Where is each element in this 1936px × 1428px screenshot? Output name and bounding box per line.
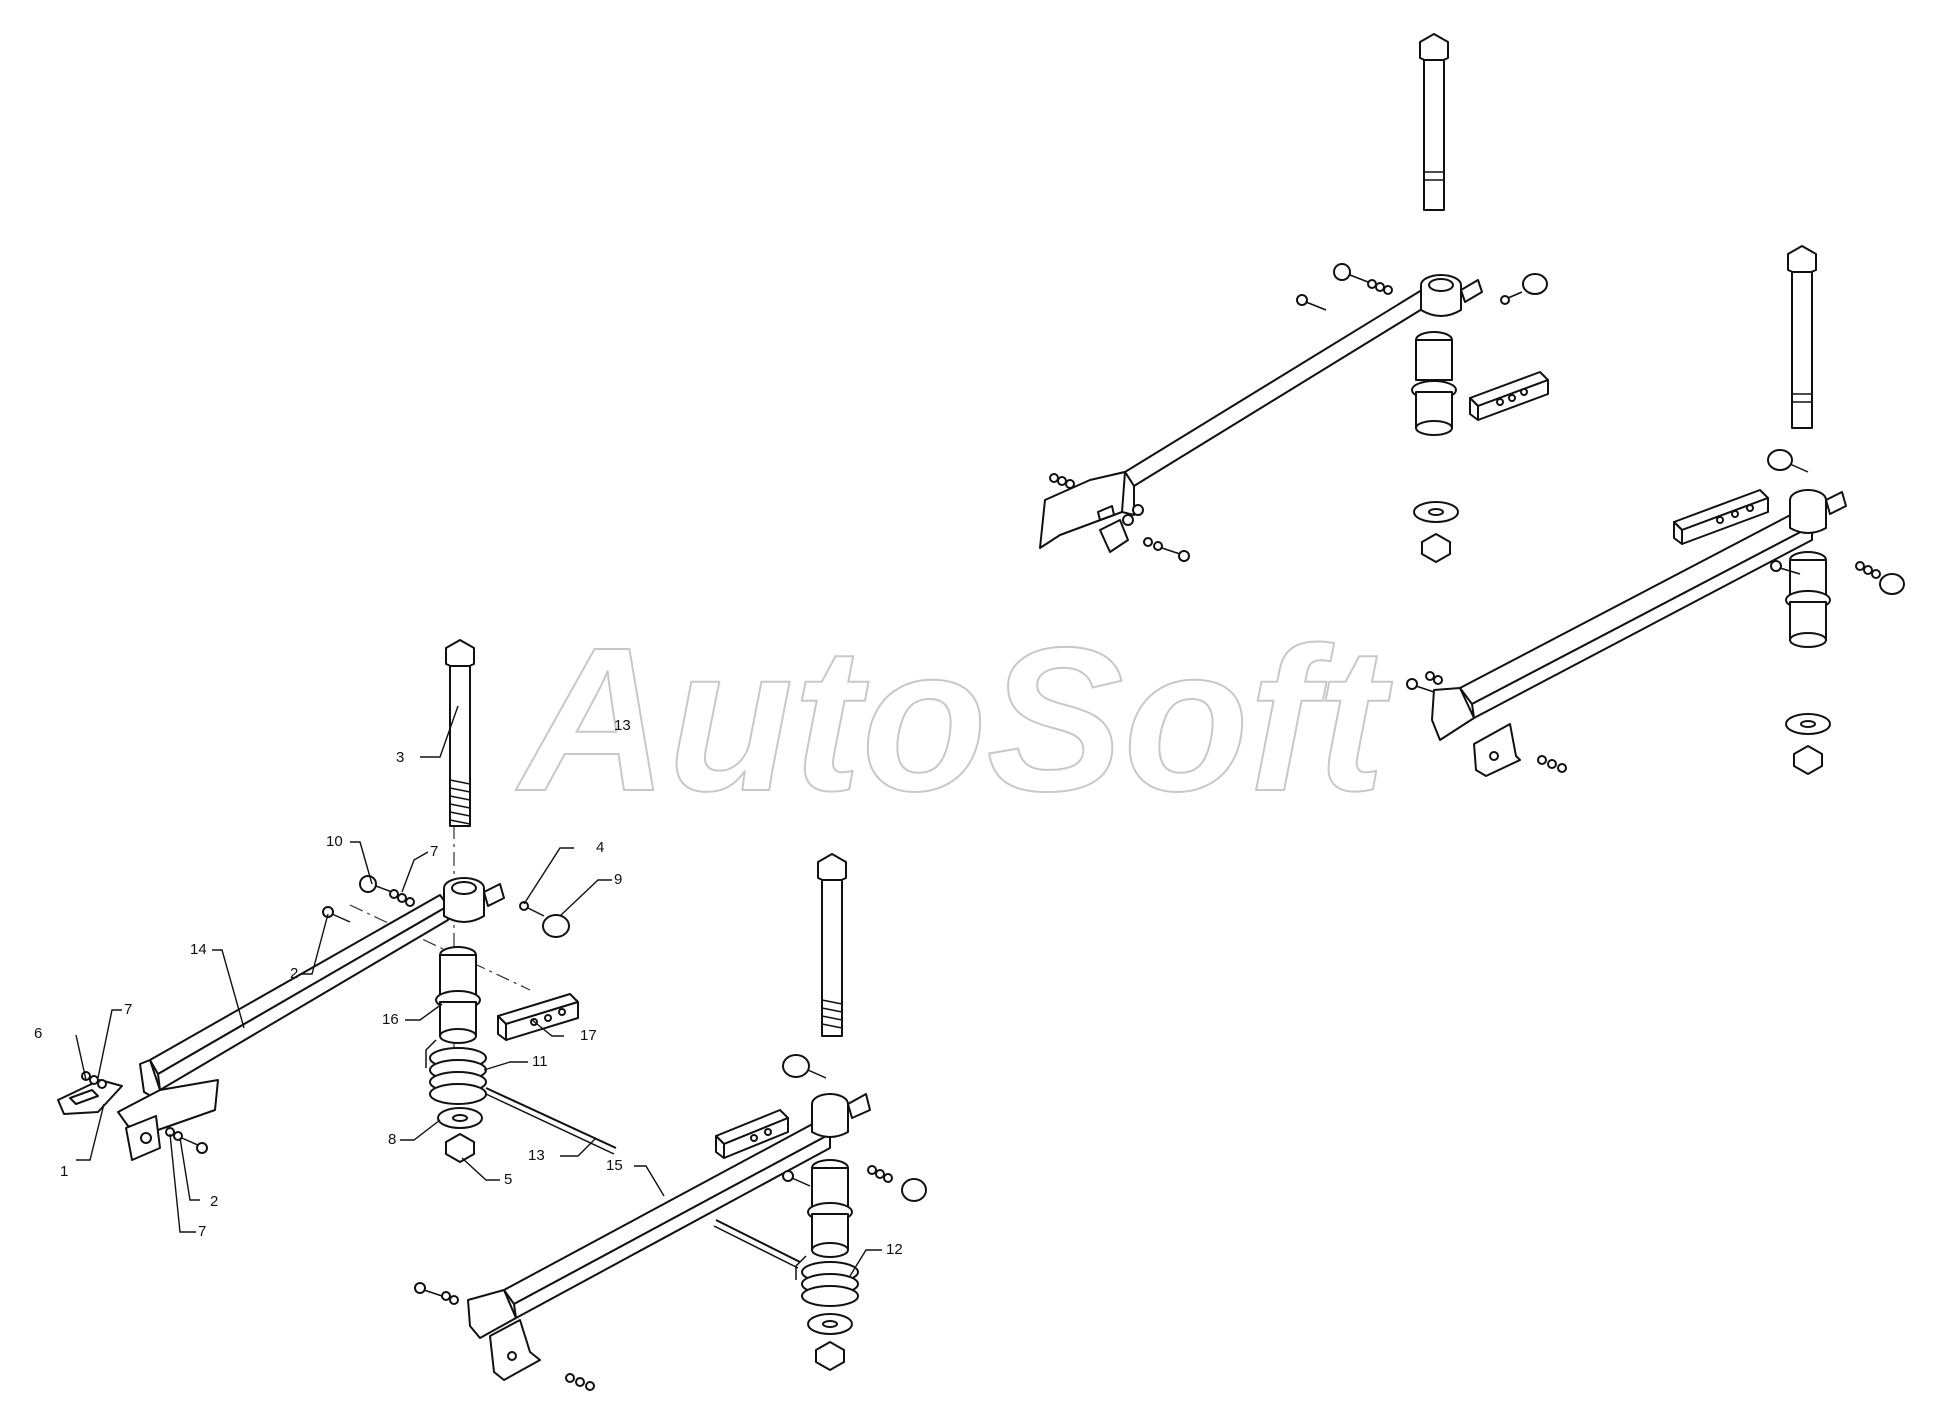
- callout-labels: 3 10 7 4 9 2 14 6 7 1 2 7 16 17 11 8 5 1…: [34, 717, 903, 1258]
- washer-nut-right: [1785, 713, 1831, 775]
- callout-8: 8: [388, 1131, 396, 1148]
- assembly-bottom: [414, 853, 927, 1391]
- callout-12: 12: [886, 1241, 903, 1258]
- bolt-left: [445, 639, 475, 827]
- callout-7-top: 7: [430, 843, 438, 860]
- callout-2-lower: 2: [210, 1193, 218, 1210]
- spring-bottom: [713, 1219, 859, 1307]
- arm-top-right: [1039, 274, 1483, 553]
- washer-nut-left: [437, 1107, 483, 1163]
- callout-4: 4: [596, 839, 604, 856]
- bolt-bottom: [817, 853, 847, 1037]
- callout-15: 15: [606, 1157, 623, 1174]
- washer-nut-top-right: [1413, 501, 1459, 563]
- block-bottom: [715, 1109, 789, 1159]
- callout-14: 14: [190, 941, 207, 958]
- assembly-right: [1406, 245, 1905, 777]
- bolt-top-right: [1419, 33, 1449, 211]
- channel-arm-left: [117, 877, 505, 1161]
- fasteners-top-right: [1049, 263, 1393, 562]
- callout-13-lower: 13: [528, 1147, 545, 1164]
- tube-arm-right: [1431, 489, 1847, 777]
- knobs-bottom: [782, 1054, 927, 1202]
- callout-11: 11: [532, 1053, 548, 1070]
- sleeve-top-right: [1411, 331, 1457, 436]
- callout-5: 5: [504, 1171, 512, 1188]
- block-left: [497, 993, 579, 1041]
- fasteners-right-bottom: [1406, 671, 1567, 773]
- assembly-left: [57, 639, 617, 1163]
- callout-7-bottom: 7: [198, 1223, 206, 1240]
- callout-9: 9: [614, 871, 622, 888]
- knob-left: [519, 901, 570, 938]
- assembly-top-right: [1039, 33, 1549, 563]
- bolt-right: [1787, 245, 1817, 429]
- leader-lines: [75, 705, 882, 1277]
- bracket-left: [57, 1079, 123, 1115]
- fasteners-bottom: [414, 1282, 595, 1391]
- knob-right: [1767, 449, 1905, 595]
- washer-nut-bottom: [807, 1313, 853, 1371]
- rod-left: [485, 1087, 617, 1149]
- block-right: [1673, 489, 1769, 545]
- tube-arm-bottom: [467, 1093, 871, 1381]
- sleeve-bottom: [807, 1159, 853, 1258]
- sleeve-left: [435, 946, 481, 1044]
- callout-2-upper: 2: [290, 965, 298, 982]
- knob-top-right: [1500, 273, 1548, 305]
- callout-16: 16: [382, 1011, 399, 1028]
- block-top-right: [1469, 371, 1549, 421]
- callout-7-left: 7: [124, 1001, 132, 1018]
- callout-17: 17: [580, 1027, 597, 1044]
- callout-6: 6: [34, 1025, 42, 1042]
- sleeve-right: [1785, 551, 1831, 648]
- watermark-autosoft: AutoSoft: [515, 605, 1393, 834]
- callout-10: 10: [326, 833, 343, 850]
- spring-left: [425, 1039, 487, 1105]
- callout-13-upper: 13: [614, 717, 631, 734]
- callout-1: 1: [60, 1163, 68, 1180]
- callout-3: 3: [396, 749, 404, 766]
